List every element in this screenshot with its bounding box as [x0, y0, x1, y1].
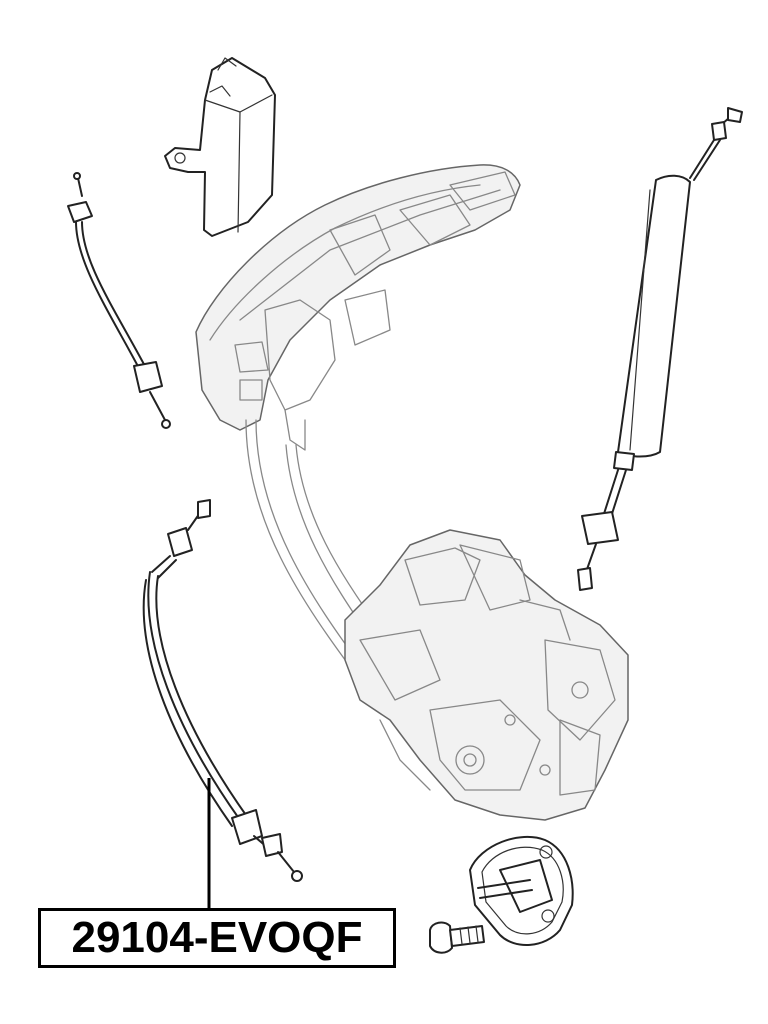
inner-handle-cable: [67, 172, 171, 429]
lock-shield-cover: [164, 57, 276, 237]
part-number-label: 29104-EVOQF: [38, 908, 396, 968]
highlighted-cable-part: [142, 499, 303, 882]
door-lock-actuator: [344, 529, 629, 821]
outer-handle-housing: [195, 164, 521, 451]
outer-handle-cable: [577, 107, 743, 591]
striker-bolt: [429, 921, 485, 954]
door-striker-plate: [469, 835, 574, 947]
